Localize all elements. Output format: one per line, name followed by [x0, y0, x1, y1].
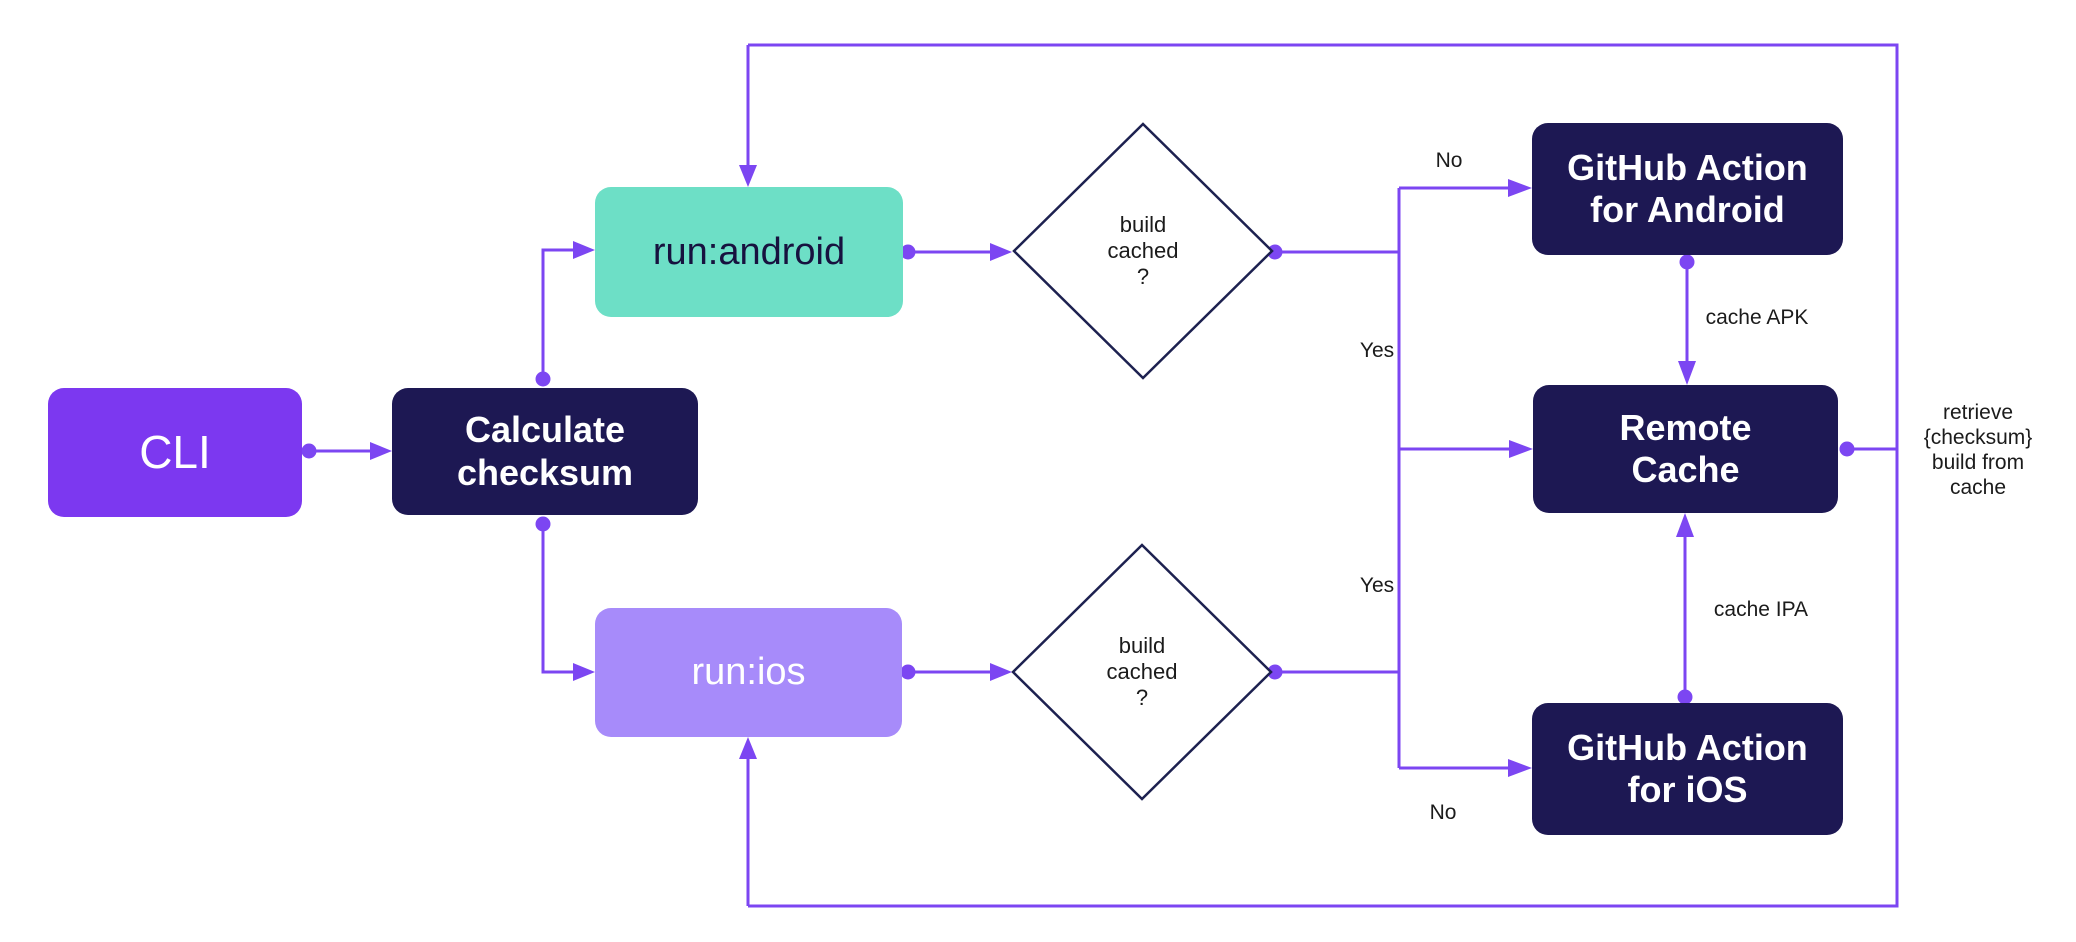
edge-label-cache-ipa: cache IPA — [1713, 597, 1809, 621]
edge-label-yes-ios: Yes — [1359, 573, 1395, 597]
arrowhead-icon — [1509, 440, 1533, 458]
edge-run-ios-to-decision — [900, 663, 1012, 681]
node-remote-cache: Remote Cache — [1533, 385, 1838, 513]
arrowhead-icon — [1508, 179, 1532, 197]
arrowhead-icon — [370, 442, 392, 460]
edge-label-cache-apk: cache APK — [1705, 305, 1809, 329]
edge-no-to-github-ios — [1399, 759, 1532, 777]
edge-label-yes-android: Yes — [1359, 338, 1395, 362]
arrowhead-icon — [990, 663, 1012, 681]
node-run-ios: run:ios — [595, 608, 902, 737]
edge-decision-android-to-trunk — [1267, 244, 1399, 260]
junction-dot — [1267, 244, 1283, 260]
junction-dot — [1267, 664, 1283, 680]
node-github-action-ios: GitHub Action for iOS — [1532, 703, 1843, 835]
edge-remote-cache-return-loop — [739, 43, 1899, 908]
decision-android-diamond — [1012, 122, 1274, 380]
edge-label-no-android: No — [1435, 148, 1463, 172]
arrowhead-icon — [573, 241, 595, 259]
junction-dot — [301, 443, 317, 459]
edge-decision-ios-to-trunk — [1267, 664, 1399, 680]
decision-ios-label: build cached ? — [1106, 633, 1178, 710]
junction-dot — [900, 664, 916, 680]
junction-dot — [1679, 254, 1695, 270]
node-github-action-android: GitHub Action for Android — [1532, 123, 1843, 255]
edge-checksum-to-run-ios — [535, 516, 595, 681]
node-run-android: run:android — [595, 187, 903, 317]
arrowhead-icon — [739, 737, 757, 759]
decision-android-label: build cached ? — [1107, 212, 1179, 289]
edge-cache-ipa — [1676, 513, 1694, 705]
junction-dot — [535, 371, 551, 387]
junction-dot — [535, 516, 551, 532]
edge-label-retrieve-from-cache: retrieve {checksum} build from cache — [1923, 401, 2033, 499]
edge-label-no-ios: No — [1429, 800, 1457, 824]
junction-dot — [1839, 441, 1855, 457]
arrowhead-icon — [739, 165, 757, 187]
edge-yes-to-remote-cache — [1399, 440, 1533, 458]
junction-dot — [900, 244, 916, 260]
arrowhead-icon — [1508, 759, 1532, 777]
arrowhead-icon — [1678, 361, 1696, 385]
edge-cli-to-checksum — [301, 442, 392, 460]
edge-no-to-github-android — [1399, 179, 1532, 197]
arrowhead-icon — [573, 663, 595, 681]
node-calculate-checksum: Calculate checksum — [392, 388, 698, 515]
edge-cache-apk — [1678, 254, 1696, 385]
edge-checksum-to-run-android — [535, 241, 595, 387]
edge-run-android-to-decision — [900, 243, 1012, 261]
arrowhead-icon — [990, 243, 1012, 261]
node-cli: CLI — [48, 388, 302, 517]
arrowhead-icon — [1676, 513, 1694, 537]
decision-ios-diamond — [1011, 543, 1273, 801]
junction-dot — [1677, 689, 1693, 705]
